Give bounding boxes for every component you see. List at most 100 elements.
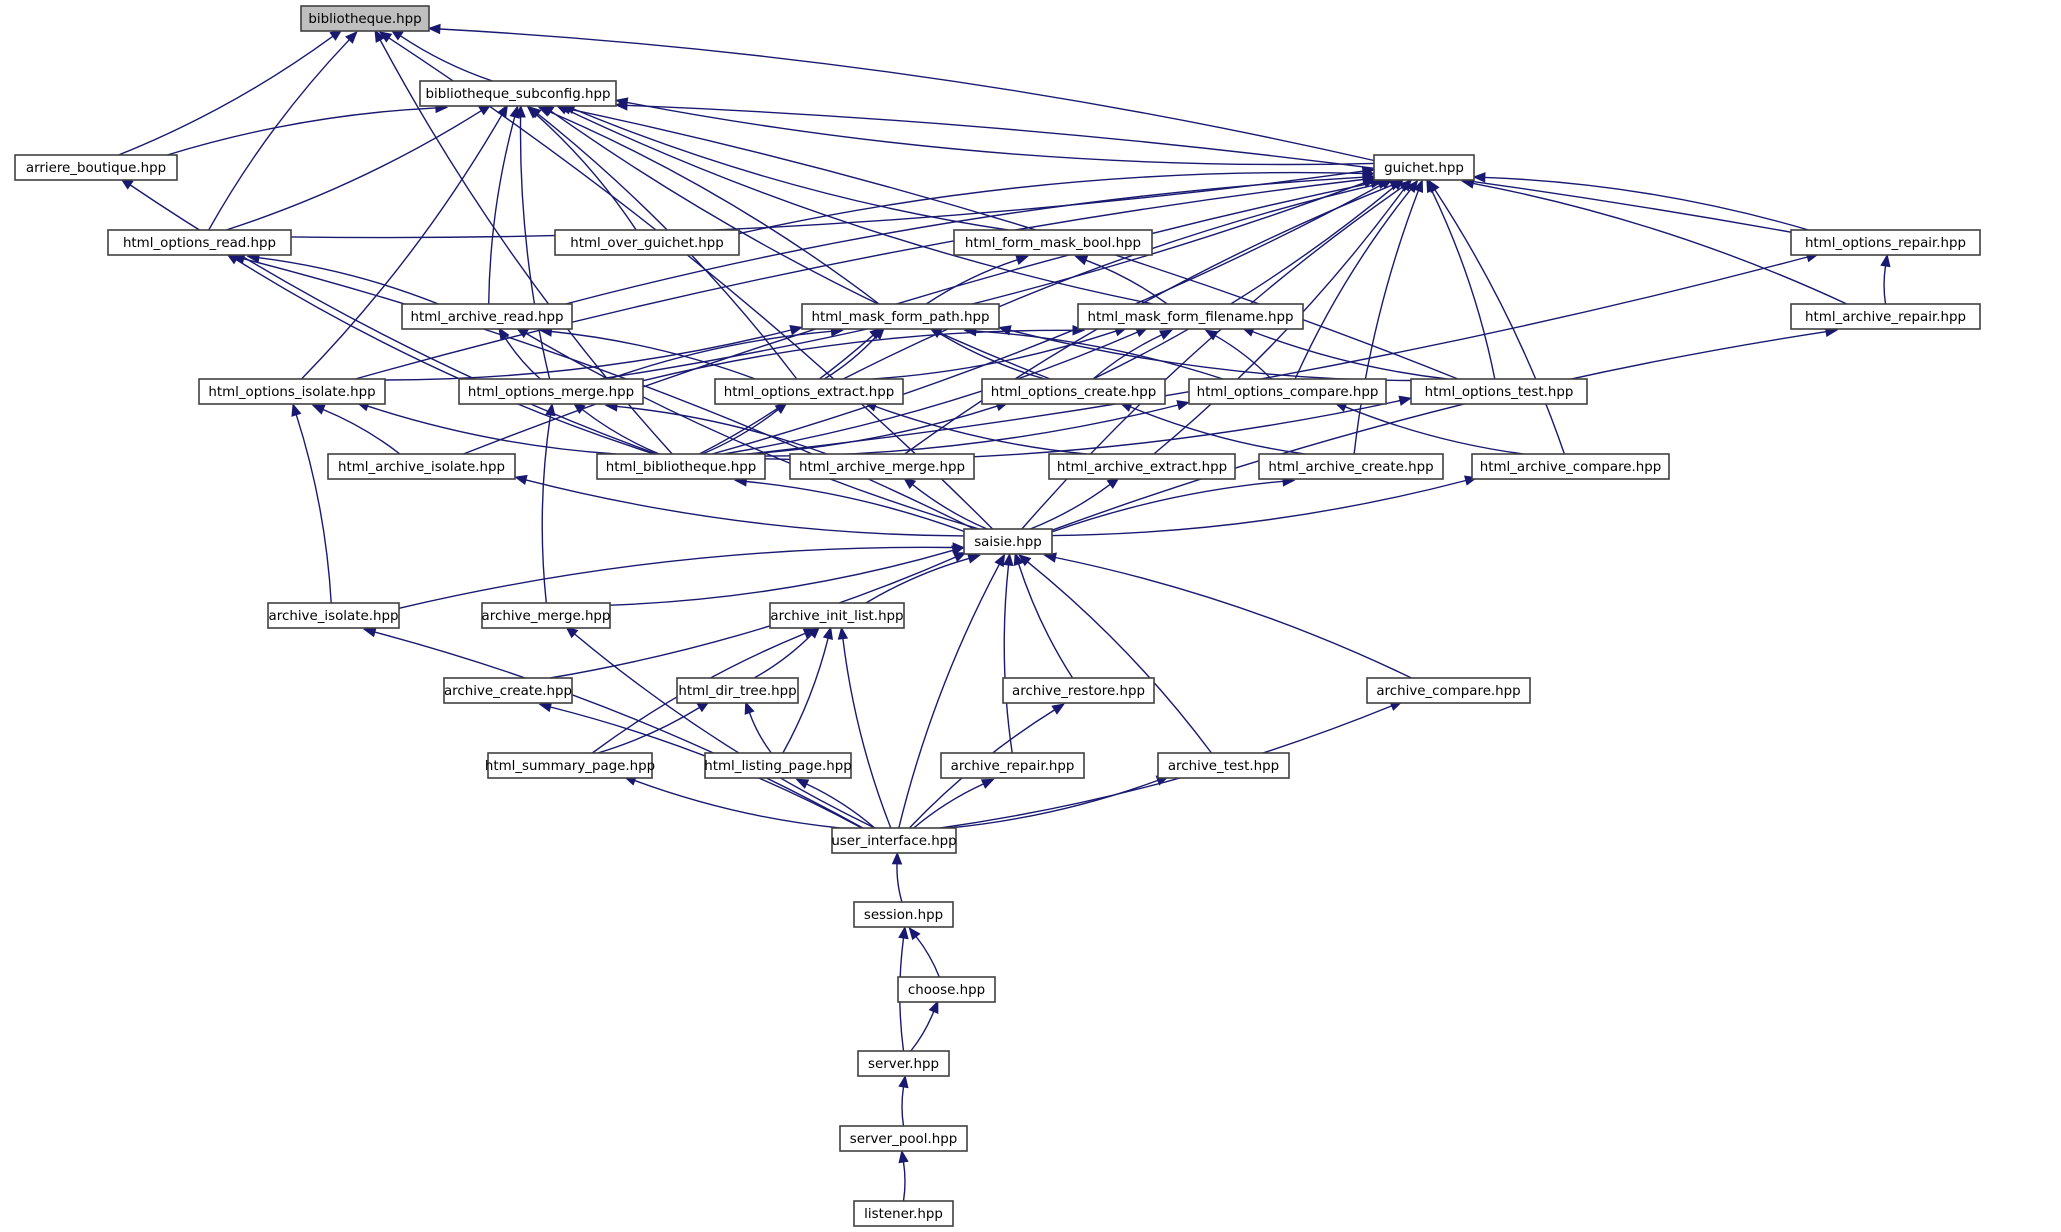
edge-html_archive_repair-to-guichet	[1461, 178, 1848, 305]
node-box[interactable]	[267, 602, 400, 629]
arrowhead-icon	[967, 553, 981, 564]
arrowhead-icon	[1880, 253, 1891, 268]
arrowhead-icon	[1176, 400, 1191, 411]
node-html-options-read[interactable]: html_options_read.hpp	[107, 229, 292, 256]
edge-listener-to-server_pool	[898, 1149, 909, 1202]
edge-html_options_merge-to-html_mask_form_filename	[642, 325, 1086, 382]
edge-archive_repair-to-saisie	[1003, 552, 1014, 754]
node-box[interactable]	[401, 303, 573, 330]
node-box[interactable]	[554, 229, 740, 256]
node-session[interactable]: session.hpp	[853, 901, 954, 928]
node-box[interactable]	[831, 827, 957, 854]
node-box[interactable]	[1373, 154, 1475, 181]
node-box[interactable]	[801, 303, 1000, 330]
edge-saisie-to-html_archive_compare	[1051, 475, 1478, 537]
node-box[interactable]	[1048, 453, 1236, 480]
edge-line	[626, 104, 1792, 233]
edge-html_options_read-to-guichet	[290, 166, 1376, 239]
node-archive-create[interactable]: archive_create.hpp	[443, 677, 573, 704]
node-box[interactable]	[596, 453, 766, 480]
node-box[interactable]	[676, 677, 799, 704]
node-arriere-boutique[interactable]: arriere_boutique.hpp	[14, 154, 178, 181]
node-box[interactable]	[107, 229, 292, 256]
node-archive-test[interactable]: archive_test.hpp	[1157, 752, 1290, 779]
node-box[interactable]	[853, 901, 954, 928]
node-box[interactable]	[443, 677, 573, 704]
node-box[interactable]	[789, 453, 975, 480]
node-archive-init-list[interactable]: archive_init_list.hpp	[769, 602, 905, 629]
node-server-pool[interactable]: server_pool.hpp	[839, 1125, 968, 1152]
node-box[interactable]	[1157, 752, 1290, 779]
node-archive-compare[interactable]: archive_compare.hpp	[1366, 677, 1531, 704]
node-bibliotheque[interactable]: bibliotheque.hpp	[300, 5, 430, 32]
node-server[interactable]: server.hpp	[857, 1050, 950, 1077]
edge-line	[551, 330, 756, 380]
node-box[interactable]	[198, 378, 386, 405]
node-html-summary-page[interactable]: html_summary_page.hpp	[485, 752, 655, 779]
node-box[interactable]	[963, 528, 1053, 555]
node-box[interactable]	[714, 378, 904, 405]
node-box[interactable]	[857, 1050, 950, 1077]
node-html-mask-form-path[interactable]: html_mask_form_path.hpp	[801, 303, 1000, 330]
node-box[interactable]	[1471, 453, 1670, 480]
node-html-over-guichet[interactable]: html_over_guichet.hpp	[554, 229, 740, 256]
node-box[interactable]	[953, 229, 1153, 256]
node-html-options-test[interactable]: html_options_test.hpp	[1410, 378, 1588, 405]
edge-html_options_repair-to-bibliotheque_subconfig	[614, 100, 1792, 233]
node-html-archive-isolate[interactable]: html_archive_isolate.hpp	[327, 453, 516, 480]
node-box[interactable]	[1410, 378, 1588, 405]
node-listener[interactable]: listener.hpp	[853, 1200, 954, 1227]
node-box[interactable]	[769, 602, 905, 629]
node-html-options-isolate[interactable]: html_options_isolate.hpp	[198, 378, 386, 405]
node-box[interactable]	[1790, 303, 1981, 330]
node-box[interactable]	[1077, 303, 1304, 330]
edge-line	[609, 549, 954, 606]
node-html-archive-create[interactable]: html_archive_create.hpp	[1258, 453, 1444, 480]
node-html-archive-compare[interactable]: html_archive_compare.hpp	[1471, 453, 1670, 480]
node-choose[interactable]: choose.hpp	[897, 976, 996, 1003]
node-html-options-create[interactable]: html_options_create.hpp	[981, 378, 1166, 405]
node-user-interface[interactable]: user_interface.hpp	[831, 827, 957, 854]
node-html-archive-merge[interactable]: html_archive_merge.hpp	[789, 453, 975, 480]
node-archive-repair[interactable]: archive_repair.hpp	[940, 752, 1085, 779]
node-box[interactable]	[1002, 677, 1155, 704]
node-box[interactable]	[487, 752, 653, 779]
edge-html_archive_repair-to-html_options_repair	[1880, 253, 1891, 305]
node-box[interactable]	[14, 154, 178, 181]
node-box[interactable]	[419, 80, 617, 107]
node-html-mask-form-filename[interactable]: html_mask_form_filename.hpp	[1077, 303, 1304, 330]
node-saisie[interactable]: saisie.hpp	[963, 528, 1053, 555]
node-html-options-compare[interactable]: html_options_compare.hpp	[1188, 378, 1387, 405]
node-html-bibliotheque[interactable]: html_bibliotheque.hpp	[596, 453, 766, 480]
node-box[interactable]	[839, 1125, 968, 1152]
node-box[interactable]	[1790, 229, 1981, 256]
node-box[interactable]	[897, 976, 996, 1003]
node-html-archive-extract[interactable]: html_archive_extract.hpp	[1048, 453, 1236, 480]
node-html-archive-read[interactable]: html_archive_read.hpp	[401, 303, 573, 330]
node-box[interactable]	[1366, 677, 1531, 704]
node-box[interactable]	[853, 1200, 954, 1227]
node-archive-isolate[interactable]: archive_isolate.hpp	[267, 602, 400, 629]
node-html-archive-repair[interactable]: html_archive_repair.hpp	[1790, 303, 1981, 330]
node-box[interactable]	[481, 602, 611, 629]
node-box[interactable]	[940, 752, 1085, 779]
node-guichet[interactable]: guichet.hpp	[1373, 154, 1475, 181]
node-box[interactable]	[1258, 453, 1444, 480]
node-html-listing-page[interactable]: html_listing_page.hpp	[704, 752, 852, 779]
node-archive-merge[interactable]: archive_merge.hpp	[481, 602, 611, 629]
node-html-options-extract[interactable]: html_options_extract.hpp	[714, 378, 904, 405]
node-archive-restore[interactable]: archive_restore.hpp	[1002, 677, 1155, 704]
node-box[interactable]	[327, 453, 516, 480]
node-html-dir-tree[interactable]: html_dir_tree.hpp	[676, 677, 799, 704]
node-box[interactable]	[704, 752, 852, 779]
node-box[interactable]	[981, 378, 1166, 405]
node-html-options-repair[interactable]: html_options_repair.hpp	[1790, 229, 1981, 256]
edge-line	[290, 170, 1364, 239]
node-box[interactable]	[300, 5, 430, 32]
node-html-options-merge[interactable]: html_options_merge.hpp	[458, 378, 644, 405]
node-html-form-mask-bool[interactable]: html_form_mask_bool.hpp	[953, 229, 1153, 256]
node-box[interactable]	[458, 378, 644, 405]
node-bibliotheque-subconfig[interactable]: bibliotheque_subconfig.hpp	[419, 80, 617, 107]
node-box[interactable]	[1188, 378, 1387, 405]
node-label: html_over_guichet.hpp	[570, 236, 724, 251]
